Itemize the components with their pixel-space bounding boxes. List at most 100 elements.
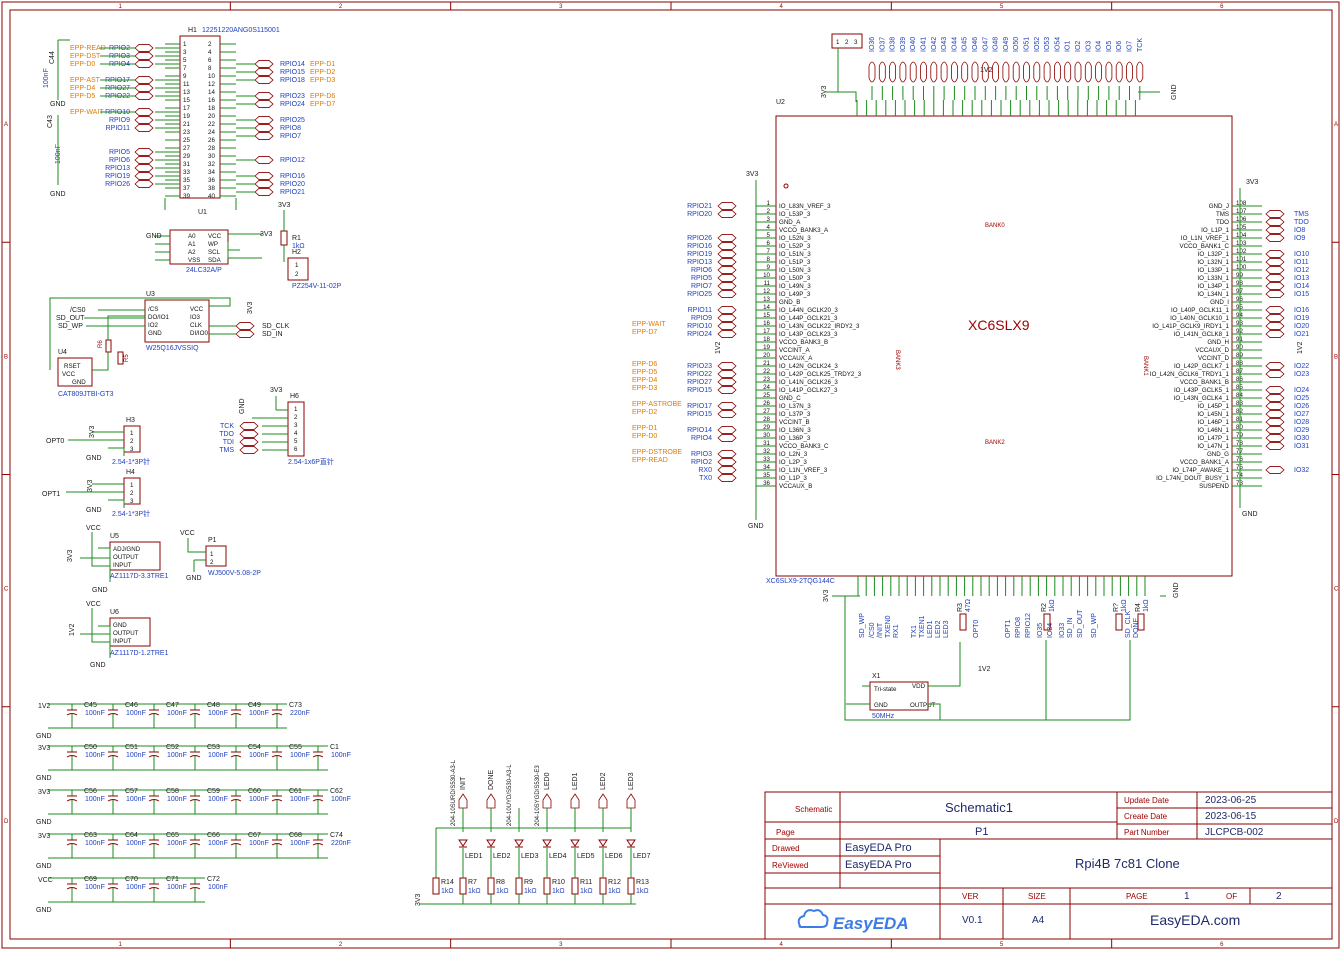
h1-part: 12251220ANG0S115001 [202,27,280,34]
led-net-flag [458,793,468,809]
net-flag [1265,330,1285,338]
cap-value: 220nF [290,710,310,717]
cap-value: 100nF [208,796,228,803]
bottom-resistor-value: 1kΩ [1143,599,1150,612]
h1-right-net: RPIO24 [280,101,305,108]
fpga-left-pin-number: 13 [763,296,770,303]
epp-label: EPP-D2 [632,409,657,416]
fpga-top-net-flag [868,61,876,83]
fpga-left-pin-number: 36 [763,480,770,487]
frame-row-left: C [4,587,9,593]
cap-ref: C66 [207,832,220,839]
fpga-right-pin-name: TMS [1216,211,1229,218]
net-flag [717,266,737,274]
cap-ref: C64 [125,832,138,839]
fpga-right-pin-name: GND_I [1210,299,1229,306]
fpga-right-pin-name: VCCO_BANK1_A [1180,459,1230,466]
net-flag [134,124,154,132]
fpga-top-net-flag [961,61,969,83]
fpga-right-pin-name: TDO [1216,219,1229,226]
led-ref: LED7 [633,853,651,860]
svg-text:1: 1 [130,430,134,437]
h1-pin-number: 35 [183,177,190,184]
fpga-left-pin-number: 35 [763,472,770,479]
fpga-top-net-flag [1012,61,1020,83]
cap-value: 100nF [290,752,310,759]
h1-right-net: RPIO7 [280,133,301,140]
headers-h3-h4: H3 123 2.54-1*3P针 OPT0 3V3 GND H4 123 2.… [42,417,150,518]
fpga-left-pin-number: 3 [767,216,771,223]
h1-pin-number: 18 [208,105,215,112]
svg-text:3: 3 [130,446,134,453]
h1-left-epp: EPP-D5 [70,93,95,100]
u1-designator: U1 [198,209,207,216]
fpga-left-pin-name: IO_L1N_VREF_3 [779,467,828,474]
h1-pin-number: 2 [208,41,212,48]
fpga-left-net: RPIO20 [687,211,712,218]
net-flag [134,84,154,92]
h6-ref: H6 [290,393,299,400]
led-net-label: LED3 [628,772,635,790]
fpga-right-pin-number: 105 [1236,224,1247,231]
fpga-left-pin-number: 34 [763,464,770,471]
fpga-right-net: IO12 [1294,267,1309,274]
h1-pin-number: 40 [208,193,215,200]
h1-pin-number: 23 [183,129,190,136]
net-flag [1265,226,1285,234]
fpga-left-pin-number: 4 [767,224,771,231]
fpga-left-pin-name: VCCO_BANK3_C [779,443,829,450]
net-flag [134,156,154,164]
cap-ref: C53 [207,744,220,751]
fpga-right-net: IO19 [1294,315,1309,322]
frame-col-top: 1 [118,4,122,10]
cap-ref: C49 [248,702,261,709]
net-flag [717,434,737,442]
flash-pin-left: DO/IO1 [148,314,170,321]
fpga-right-pin-name: IO_L74P_AWAKE_1 [1172,467,1229,474]
net-flag [1265,322,1285,330]
net-flag [254,132,274,140]
tb-page-label: Page [776,828,795,837]
h1-pin-number: 15 [183,97,190,104]
u6-vout: 1V2 [69,623,76,636]
fpga-bottom-net: /INIT [877,622,884,638]
net-flag [717,330,737,338]
epp-label: EPP-D3 [632,385,657,392]
decoupling-gnd-label: GND [36,775,52,782]
fpga-right-pin-number: 108 [1236,200,1247,207]
gnd-fpga-bottom: GND [1173,582,1180,598]
fpga-left-pin-name: IO_L83N_VREF_3 [779,203,831,210]
net-flag [717,362,737,370]
fpga-left-pin-number: 1 [767,200,771,207]
h1-left-net: RPIO13 [105,165,130,172]
net-flag [717,290,737,298]
fpga-left-pin-name: IO_L44N_GCLK20_3 [779,307,838,314]
net-flag [1265,394,1285,402]
net-flag [254,156,274,164]
epp-label: EPP-D7 [632,329,657,336]
h3-net: OPT0 [46,438,64,445]
h1-right-epp: EPP-D1 [310,61,335,68]
fpga-left-pin-name: IO_L42N_GCLK24_3 [779,363,838,370]
h1-right-epp: EPP-D6 [310,93,335,100]
fpga-top-net: IO37 [879,37,886,52]
fpga-left-pin-number: 12 [763,288,770,295]
frame-col-top: 2 [339,4,343,10]
h1-pin-number: 1 [183,41,187,48]
net-flag [254,172,274,180]
svg-text:2: 2 [130,438,134,445]
fpga-left-pin-number: 26 [763,400,770,407]
gnd-label-2: GND [50,191,66,198]
flash-pin-right: IO3 [190,314,201,321]
svg-text:2: 2 [130,490,134,497]
h6-net: TCK [220,423,234,430]
flash-pin-left: GND [148,330,162,337]
fpga-right-net: IO9 [1294,235,1305,242]
fpga-top-net: IO50 [1013,37,1020,52]
cap-value: 100nF [85,840,105,847]
led-net-flag [486,793,496,809]
net-flag [1265,234,1285,242]
decoupling-gnd-label: GND [36,907,52,914]
osc-pin-vdd: VDD [912,683,926,690]
